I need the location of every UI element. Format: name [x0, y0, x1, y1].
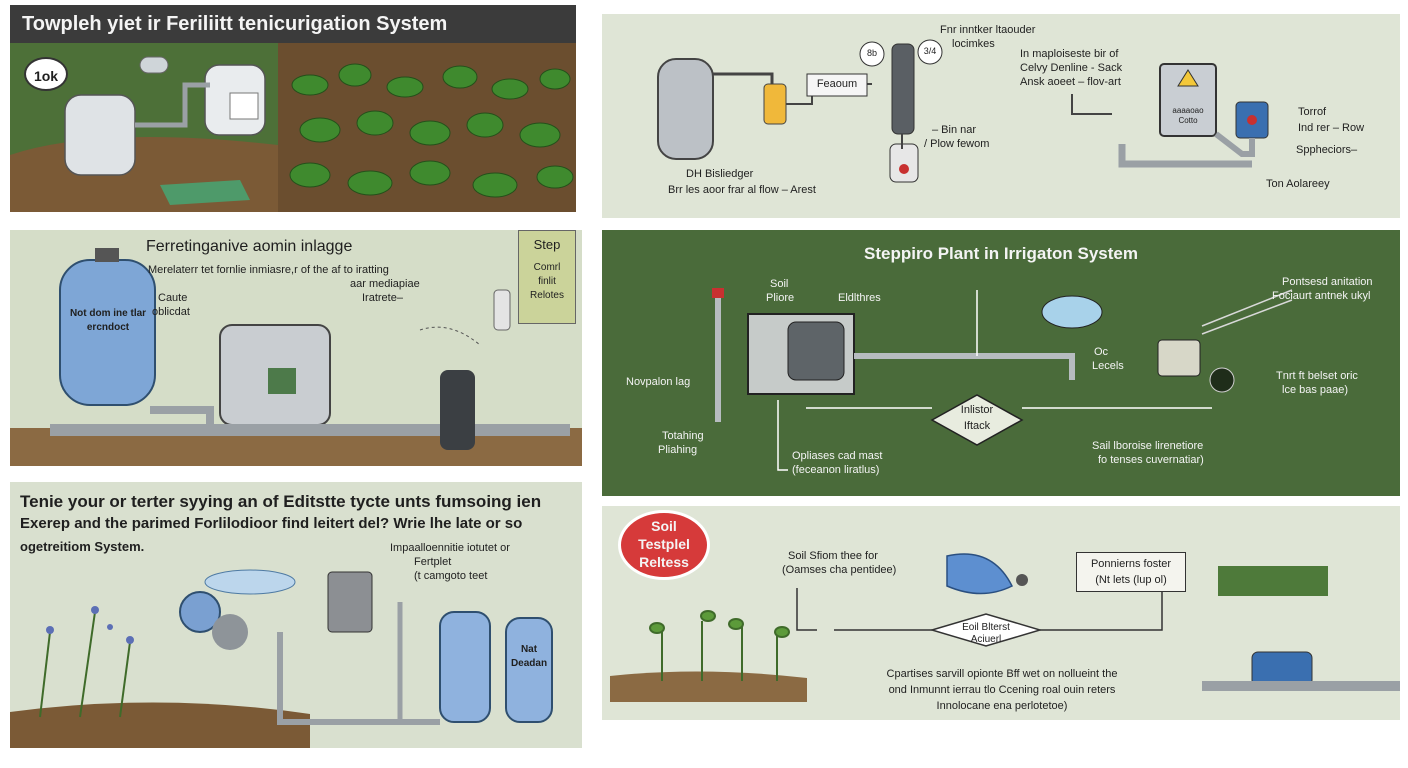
- panel-b-tank-label-line2: ercndoct: [86, 322, 130, 333]
- soil-test-illustration: [610, 553, 1400, 702]
- panel-b-title: Ferretinganive aomin inlagge: [146, 238, 353, 255]
- panel-d-right-caption-line1: Torrof: [1298, 106, 1327, 118]
- panel-fertilizer-system: Towpleh yiet ir Feriliitt tenicurigation…: [10, 5, 576, 212]
- panel-schematic-top: Fnr inntker ltaouder locimkes In maplois…: [602, 14, 1400, 218]
- panel-soil-test: Soil Testplel Reltess Soil Sfiom thee fo…: [602, 506, 1400, 720]
- fertigation-main-illustration: [10, 248, 582, 466]
- panel-e-oplieses-line1: Opliases cad mast: [792, 450, 883, 462]
- panel-c-callout-line1: Impaalloennitie iotutet or: [390, 542, 510, 554]
- panel-c-tank-label-line2: Deadan: [510, 658, 548, 669]
- panel-f-diamond-line2: Aciuerl: [970, 634, 1002, 645]
- panel-irrigation-flowchart: Steppiro Plant in Irrigaton System Soil …: [602, 230, 1400, 496]
- panel-e-soil-label-line1: Soil: [770, 278, 789, 290]
- panel-d-control-box-line1: aaaaoao: [1172, 106, 1204, 115]
- panel-e-right-top-line1: Pontsesd anitation: [1282, 276, 1373, 288]
- panel-f-badge-line1: Soil: [651, 518, 677, 534]
- panel-b-step-box: [518, 230, 576, 324]
- panel-f-bottom-line3: Innolocane ena perlotetoe): [936, 700, 1068, 712]
- panel-f-badge-line3: Reltess: [639, 554, 689, 570]
- panel-e-right-bottom-line1: Sail lboroise lirenetiore: [1092, 440, 1204, 452]
- panel-editable-system: Tenie your or terter syying an of Editst…: [10, 482, 582, 748]
- editable-system-illustration: [10, 569, 553, 748]
- flower-plants: [39, 611, 131, 718]
- irrigation-flowchart-illustration: [712, 288, 1293, 471]
- panel-e-valve-label: Novpalon lag: [626, 376, 691, 388]
- panel-a-title: Towpleh yiet ir Feriliitt tenicurigation…: [22, 13, 448, 35]
- panel-d-mid-label-line1: – Bin nar: [932, 124, 977, 136]
- panel-e-right-bottom-line2: fo tenses cuvernatiar): [1098, 454, 1204, 466]
- panel-f-box: [1076, 552, 1186, 592]
- panel-b-step-line1: Step: [533, 237, 561, 252]
- panel-d-tank-caption-line2: Brr les aoor frar al flow – Arest: [668, 184, 816, 196]
- panel-f-box-line1: Ponnierns foster: [1090, 558, 1172, 570]
- panel-f-badge: [618, 510, 710, 580]
- panel-e-right-top-line2: Fociaurt antnek ukyl: [1272, 290, 1371, 302]
- panel-b-caute-sub: oblicdat: [152, 306, 190, 318]
- panel-e-right-mid-line2: lce bas paae): [1282, 384, 1349, 396]
- panel-d-bottom-right-label: Ton Aolareey: [1266, 178, 1330, 190]
- panel-d-mid-label-line2: / Plow fewom: [924, 138, 990, 150]
- panel-f-diamond-line1: Eoil Blterst: [962, 622, 1010, 633]
- panel-e-oc-line1: Oc: [1094, 346, 1109, 358]
- panel-d-fieaoum-label: Feaoum: [816, 78, 858, 90]
- panel-c-callout-line2: Fertplet: [414, 556, 452, 568]
- panel-b-step-line4: Relotes: [530, 290, 564, 301]
- panel-e-eldlthres-label: Eldlthres: [838, 292, 881, 304]
- panel-d-control-box-line2: Cotto: [1178, 116, 1198, 125]
- schematic-top-illustration: [657, 39, 1269, 183]
- panel-d-right-block-line2: Celvy Denline - Sack: [1020, 62, 1123, 74]
- panel-d-right-caption-line3: Sppheciors–: [1296, 144, 1358, 156]
- panel-f-soil-label-line1: Soil Sfiom thee for: [788, 550, 878, 562]
- panel-a-title-bar: [10, 5, 576, 43]
- panel-f-box-line2: (Nt lets (lup ol): [1095, 574, 1167, 586]
- panel-f-bottom-line2: ond Inmunnt ierrau tlo Ccening roal ouin…: [888, 684, 1116, 696]
- panel-b-caute-label: Caute: [158, 292, 188, 304]
- panel-d-gauge1: 8b: [866, 48, 877, 58]
- panel-d-top-label-line1: Fnr inntker ltaouder: [940, 24, 1036, 36]
- panel-e-soil-label-line2: Pliore: [766, 292, 795, 304]
- panel-d-gauge2: 3/4: [923, 46, 937, 56]
- panel-e-right-mid-line1: Tnrt ft belset oric: [1276, 370, 1358, 382]
- panel-a-badge: 1ok: [24, 57, 68, 91]
- fertilizer-system-illustration: [10, 43, 576, 212]
- panel-d-right-caption-line2: Ind rer – Row: [1298, 122, 1365, 134]
- panel-f-bottom-line1: Cpartises sarvill opionte Bff wet on nol…: [886, 668, 1118, 680]
- panel-e-oc-line2: Lecels: [1092, 360, 1124, 372]
- panel-b-tank-label-line1: Not dom ine tlar: [69, 308, 147, 319]
- panel-e-diamond-line2: Iftack: [963, 420, 991, 432]
- panel-d-right-block-line3: Ansk aoeet – flov-art: [1020, 76, 1121, 88]
- panel-e-oplieses-line2: (feceanon liratlus): [792, 464, 880, 476]
- panel-e-diamond-line1: Inlistor: [960, 404, 994, 416]
- panel-d-top-label-line2: locimkes: [952, 38, 995, 50]
- panel-c-line1: Tenie your or terter syying an of Editst…: [20, 492, 542, 511]
- panel-fertigation-main: Ferretinganive aomin inlagge Merelaterr …: [10, 230, 582, 466]
- plant-rows: [289, 63, 574, 198]
- panel-b-step-line3: finlit: [538, 276, 556, 287]
- panel-e-totahing-line2: Pliahing: [658, 444, 698, 456]
- panel-c-line2: Exerep and the parimed Forlilodioor find…: [20, 515, 523, 532]
- panel-e-totahing-line1: Totahing: [662, 430, 704, 442]
- panel-c-callout-line3: (t camgoto teet: [414, 570, 488, 582]
- panel-d-tank-caption-line1: DH Bisliedger: [686, 168, 754, 180]
- panel-e-title: Steppiro Plant in Irrigaton System: [864, 244, 1138, 263]
- panel-f-badge-line2: Testplel: [638, 536, 690, 552]
- panel-b-step-line2: Comrl: [533, 262, 561, 273]
- panel-f-soil-label-line2: (Oamses cha pentidee): [782, 564, 897, 576]
- panel-b-subtitle-line3: Iratrete–: [362, 292, 403, 304]
- panel-d-right-block-line1: In maploiseste bir of: [1020, 48, 1119, 60]
- panel-b-subtitle-line1: Merelaterr tet fornlie inmiasre,r of the…: [148, 264, 389, 276]
- panel-c-tank-label-line1: Nat: [520, 644, 538, 655]
- panel-b-subtitle-line2: aar mediapiae: [350, 278, 420, 290]
- panel-c-line3: ogetreitiom System.: [20, 539, 145, 554]
